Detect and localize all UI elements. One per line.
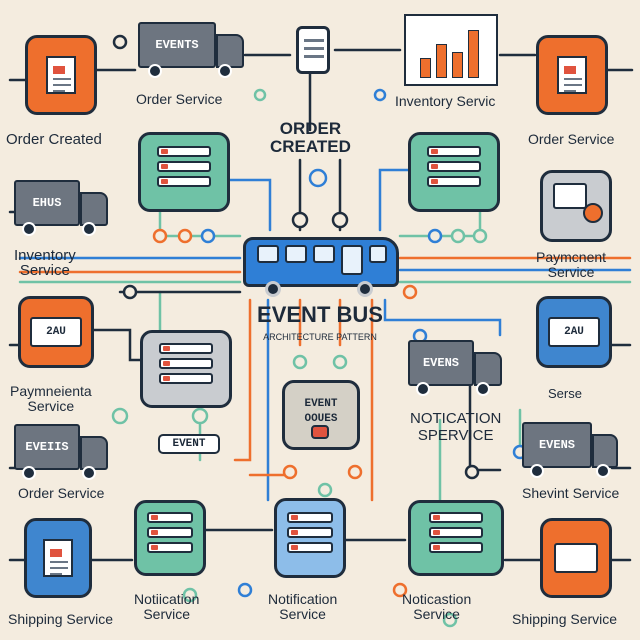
document-icon xyxy=(557,56,587,94)
queue-rows-icon xyxy=(427,146,481,191)
notification-service-1-label: Notiication Service xyxy=(134,592,199,622)
shevint-service-label: Shevint Service xyxy=(522,485,620,501)
service-node-right: 2AU xyxy=(536,296,612,368)
ehus-truck-label: EHUS xyxy=(14,180,80,226)
notification-node-3 xyxy=(408,500,504,576)
notification-node-1 xyxy=(134,500,206,576)
order-service-left-label: Order Service xyxy=(18,485,105,501)
event-bus-title: EVENT BUS xyxy=(257,302,383,327)
notification-service-2-line2: Service xyxy=(279,606,326,622)
queue-rows-icon xyxy=(159,343,213,388)
order-created-node xyxy=(25,35,97,115)
notification-service-1-line2: Service xyxy=(143,606,191,622)
device-icon xyxy=(296,26,330,74)
event-bus-subtitle: ARCHITECTURE PATTERN xyxy=(263,332,377,342)
order-service-top-label: Order Service xyxy=(136,91,223,107)
notification-node-2 xyxy=(274,498,346,578)
service-card-icon: 2AU xyxy=(548,317,600,347)
order-created-heading-line1: ORDER xyxy=(279,119,342,138)
evens-truck-left-label: EVEIIS xyxy=(14,424,80,470)
document-icon xyxy=(46,56,76,94)
serse-label: Serse xyxy=(548,386,582,401)
payment-service-right-line2: Service xyxy=(547,264,595,280)
inventory-service-top-label: Inventory Servic xyxy=(395,93,496,109)
order-service-node-right xyxy=(536,35,608,115)
inventory-service-left-line2: Service xyxy=(19,262,70,279)
payment-service-right-label: Paymcnent Service xyxy=(536,250,606,280)
inventory-service-left-label: Inventory Service xyxy=(14,248,76,278)
inventory-service-left-line1: Inventory xyxy=(14,247,76,264)
queue-rows-icon xyxy=(287,512,333,557)
event-queue-line2: OOUES xyxy=(304,413,338,425)
notification-service-3-label: Noticastion Service xyxy=(402,592,471,622)
payment-service-left-line1: Paymneienta xyxy=(10,383,92,399)
event-queue-node: EVENT OOUES xyxy=(282,380,360,450)
notification-service-center-label: NOTICATION SPERVICE xyxy=(410,410,501,444)
payment-dial-icon xyxy=(583,203,603,223)
payment-service-node-right xyxy=(540,170,612,242)
payment-service-left-label: Paymneienta Service xyxy=(10,384,92,414)
card-icon xyxy=(553,183,587,209)
shipping-service-right-label: Shipping Service xyxy=(512,611,618,627)
events-truck-label: EVENTS xyxy=(138,22,216,68)
queue-rows-icon xyxy=(429,512,483,557)
shipping-service-node-right xyxy=(540,518,612,598)
queue-rows-icon xyxy=(157,146,211,191)
queue-node-mid-left xyxy=(140,330,232,408)
event-bus-icon xyxy=(243,237,399,297)
shipping-service-left-label: Shipping Service xyxy=(8,611,114,627)
event-queue-label: EVENT OOUES xyxy=(285,397,357,427)
document-icon xyxy=(43,539,73,577)
notification-service-2-label: Notification Service xyxy=(268,592,337,622)
notification-service-center-line1: NOTICATION xyxy=(410,410,502,427)
notification-service-1-line1: Notiication xyxy=(134,591,200,607)
queue-node-top-left xyxy=(138,132,230,212)
notification-service-2-line1: Notification xyxy=(268,591,338,607)
order-service-right-label: Order Service xyxy=(528,131,615,147)
queue-dial-icon xyxy=(311,425,329,439)
shipping-service-node-left xyxy=(24,518,92,598)
order-created-label: Order Created xyxy=(6,131,102,148)
payment-card-icon: 2AU xyxy=(30,317,82,347)
event-pill: EVENT xyxy=(158,434,220,454)
notification-service-center-line2: SPERVICE xyxy=(417,427,494,444)
shipping-card-icon xyxy=(554,543,598,573)
payment-service-right-line1: Paymcnent xyxy=(536,249,607,265)
payment-service-node-left: 2AU xyxy=(18,296,94,368)
event-queue-line1: EVENT xyxy=(304,398,338,410)
evens-truck-center-label: EVENS xyxy=(408,340,474,386)
queue-node-top-right xyxy=(408,132,500,212)
notification-service-3-line1: Noticastion xyxy=(402,591,472,607)
chart-icon xyxy=(404,14,498,86)
queue-rows-icon xyxy=(147,512,193,557)
notification-service-3-line2: Service xyxy=(413,606,460,622)
payment-service-left-line2: Service xyxy=(27,398,75,414)
order-created-heading: ORDER CREATED xyxy=(270,120,351,156)
order-created-heading-line2: CREATED xyxy=(270,137,351,156)
evens-truck-right-label: EVENS xyxy=(522,422,592,468)
